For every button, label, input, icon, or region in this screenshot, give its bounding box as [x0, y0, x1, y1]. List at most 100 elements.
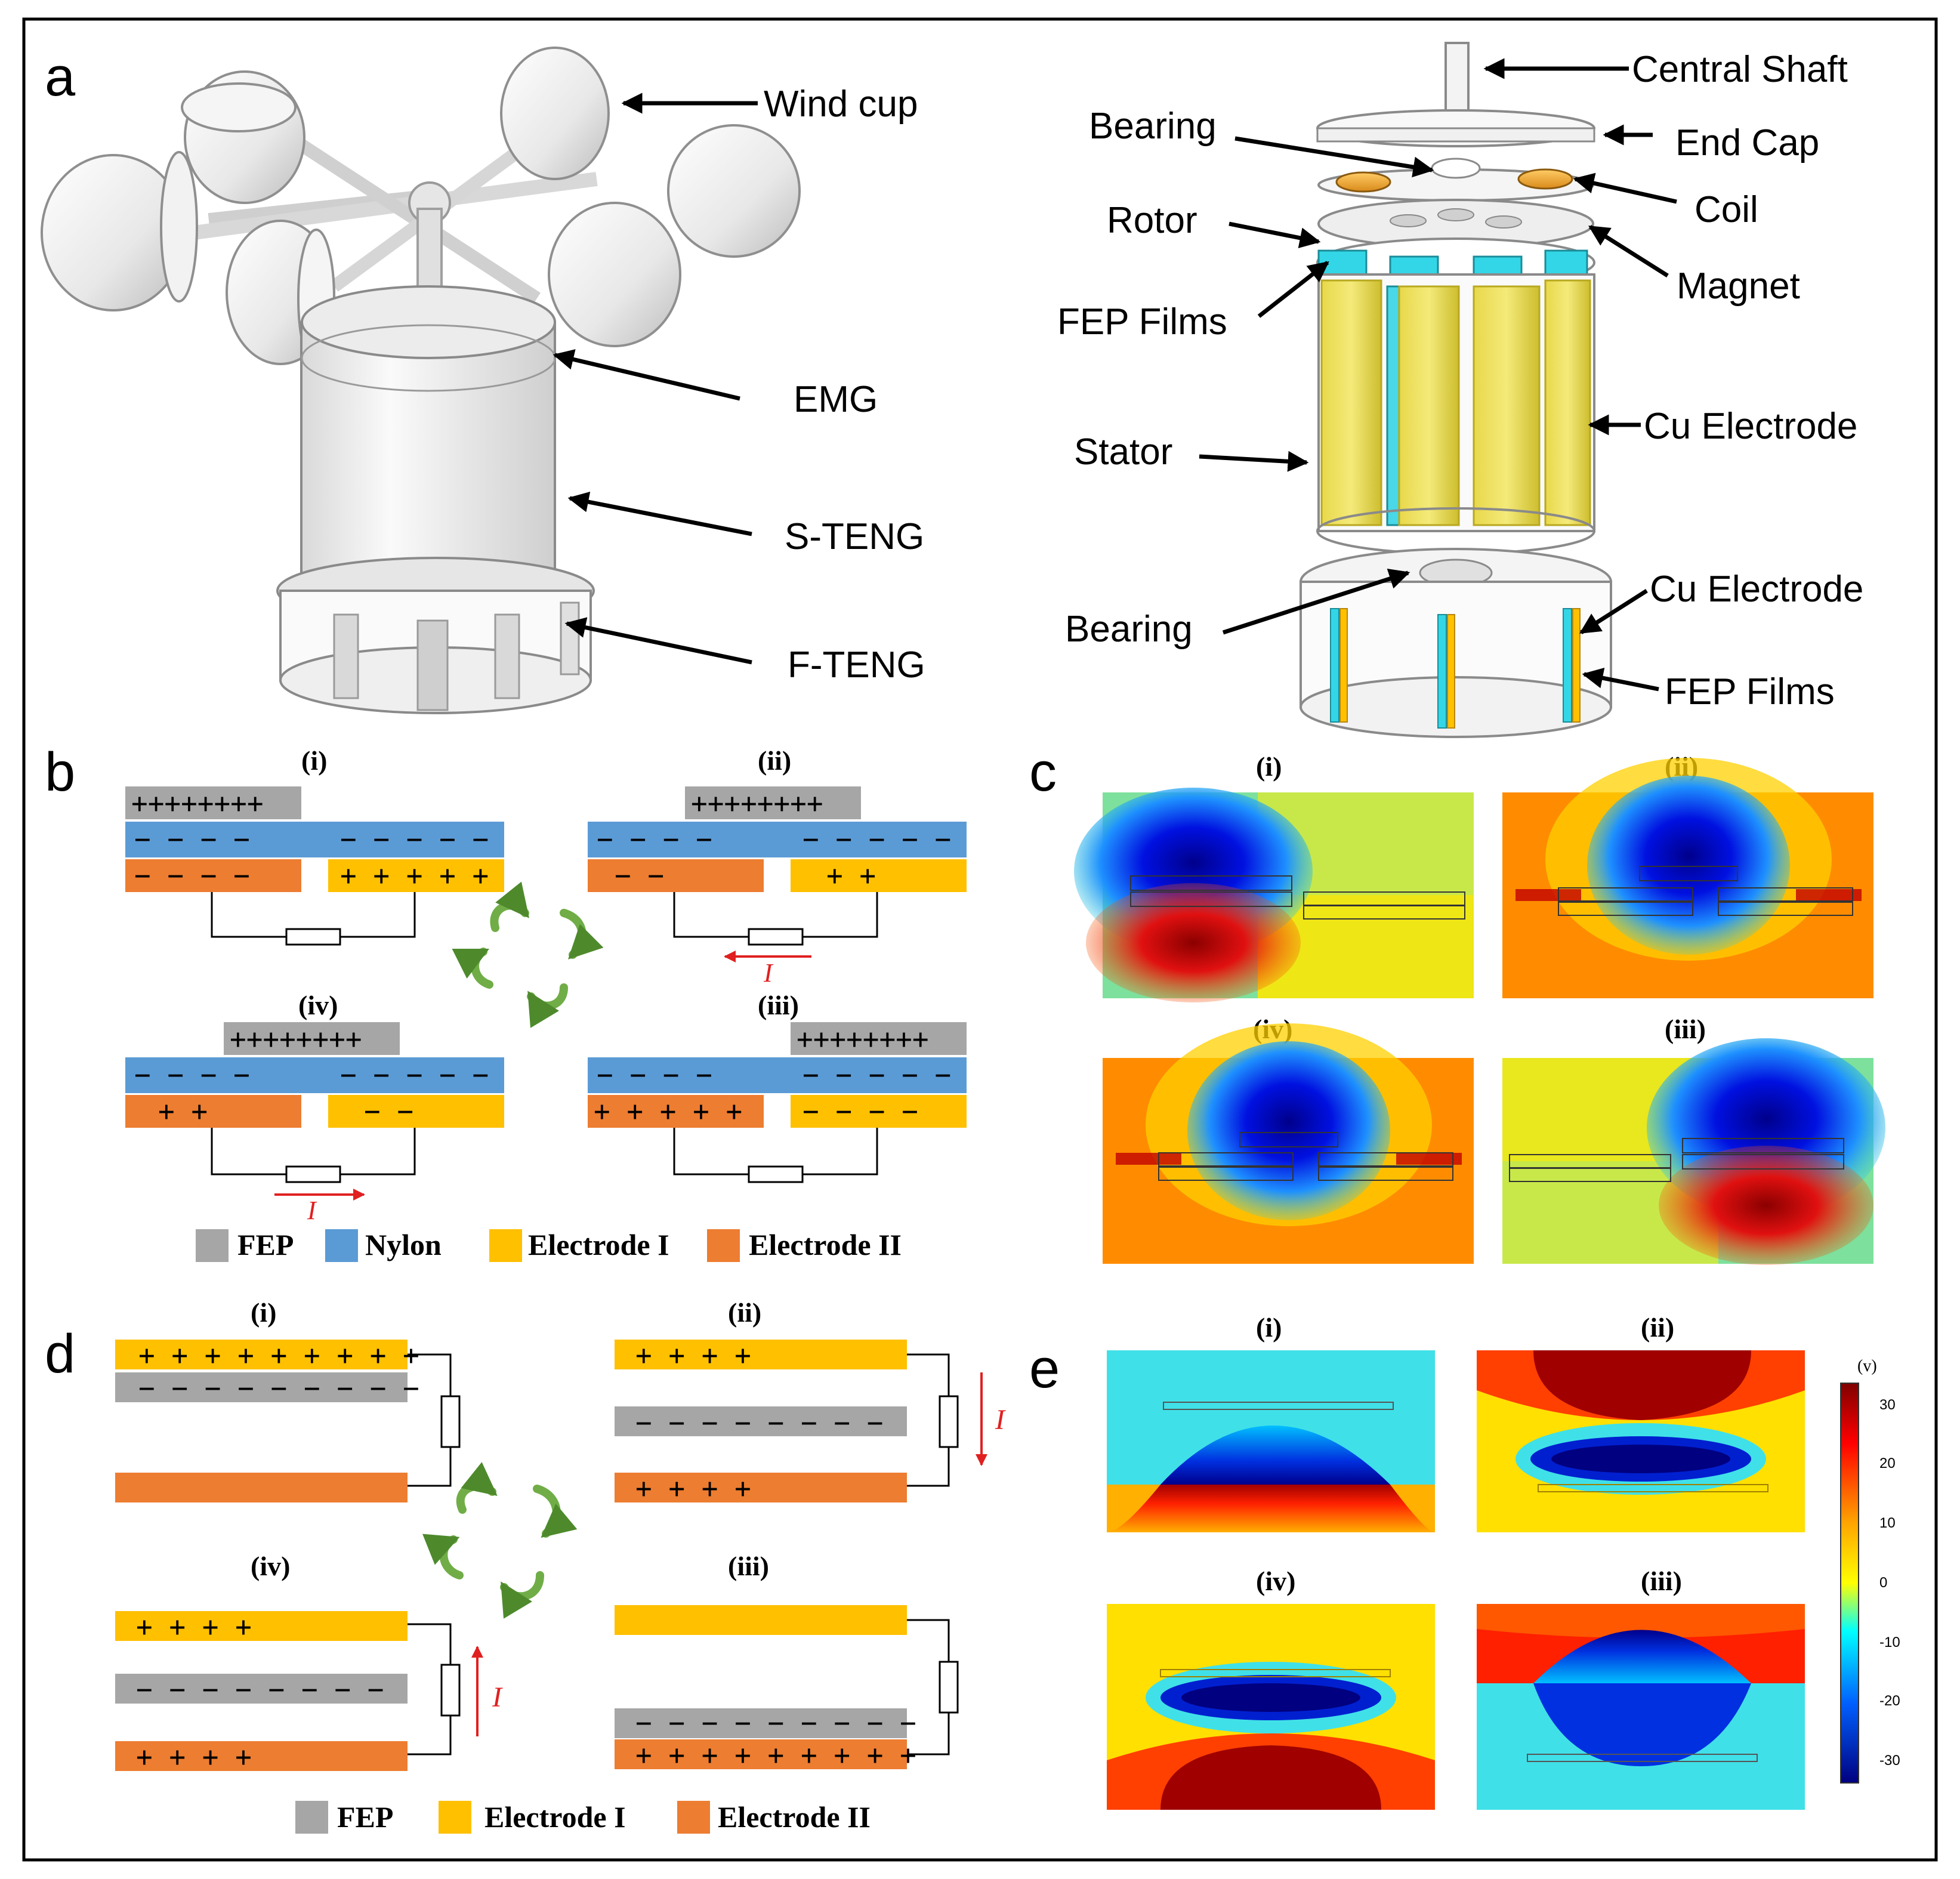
legend-fep: FEP — [237, 1228, 294, 1261]
current-label: I — [492, 1681, 503, 1713]
load-resistor — [440, 1664, 461, 1717]
fep-charges: − − − − − − − − — [136, 1673, 384, 1705]
panel-b-stage-ii: (ii) ++++++++ − − − − − − − − − − − + + … — [588, 745, 967, 988]
nylon-layer — [588, 1057, 967, 1093]
electrode-i — [791, 1095, 967, 1128]
callout-wind-cup: Wind cup — [764, 84, 918, 125]
electrode-i — [328, 859, 504, 892]
panel-a-label: a — [45, 47, 76, 107]
s-teng-arrow — [567, 491, 752, 536]
callout-s-teng: S-TENG — [785, 516, 924, 557]
fep-layer — [125, 786, 301, 819]
stage-label: (ii) — [728, 1297, 761, 1328]
fep-charges: ++++++++ — [691, 787, 823, 819]
legend-swatch-electrode-i — [489, 1229, 522, 1262]
electrode-ii-charges: + + — [158, 1095, 208, 1127]
colorbar-tick: -10 — [1879, 1634, 1900, 1650]
electrode-i-charges: − − — [364, 1095, 413, 1127]
panel-e-stage-iii: (iii) — [1477, 1566, 1805, 1810]
stage-label: (ii) — [758, 745, 791, 776]
colorbar-tick: 10 — [1879, 1515, 1896, 1531]
panel-e-stage-i: (i) — [1107, 1312, 1435, 1532]
stage-label: (iii) — [1665, 1014, 1706, 1044]
callout-bearing-top: Bearing — [1089, 106, 1217, 147]
electrode-ii-charges: + + + + + + + + + — [635, 1739, 916, 1771]
legend-swatch-electrode-ii — [707, 1229, 740, 1262]
fep-layer — [685, 786, 861, 819]
callout-emg: EMG — [794, 379, 878, 420]
electrode-i — [615, 1605, 907, 1635]
stage-label: (iv) — [251, 1551, 290, 1581]
colorbar-tick: 0 — [1879, 1575, 1887, 1591]
nylon-layer — [588, 822, 967, 857]
panel-c-stage-i: (i) — [1074, 751, 1474, 1002]
electrode-i-charges: + + — [826, 859, 876, 891]
fep-layer — [791, 1022, 967, 1055]
figure-border — [22, 17, 1938, 1862]
electrode-ii-charges: + + + + + — [594, 1095, 742, 1127]
colorbar-tick: 30 — [1879, 1397, 1896, 1413]
electrode-ii-charges: + + + + — [136, 1741, 252, 1773]
panel-d-legend: FEP Electrode I Electrode II — [295, 1800, 871, 1834]
legend-swatch-fep — [295, 1801, 328, 1834]
stage-label: (iv) — [298, 990, 338, 1020]
electrode-ii — [125, 1095, 301, 1128]
fep-layer — [615, 1406, 907, 1436]
legend-nylon: Nylon — [365, 1228, 442, 1261]
stage-label: (iv) — [1256, 1566, 1295, 1596]
electrode-ii — [115, 1473, 408, 1502]
coil-arrow — [1573, 172, 1677, 204]
current-label: I — [307, 1196, 317, 1225]
electrode-i — [791, 859, 967, 892]
legend-swatch-nylon — [325, 1229, 358, 1262]
panel-e-label: e — [1029, 1338, 1060, 1399]
nylon-charges-left: − − − − — [597, 823, 712, 855]
colorbar-tick: 20 — [1879, 1455, 1896, 1471]
bearing-top-arrow — [1234, 136, 1434, 178]
panel-d-stage-iii: (iii) − − − − − − − − − + + + + + + + + … — [615, 1551, 959, 1771]
stage-label: (iii) — [1641, 1566, 1682, 1596]
legend-fep: FEP — [337, 1800, 393, 1834]
callout-f-teng: F-TENG — [788, 644, 925, 686]
panel-b-stage-iii: (iii) ++++++++ − − − − − − − − − + + + +… — [588, 990, 967, 1183]
panel-d-stage-ii: (ii) + + + + − − − − − − − − + + + + I — [615, 1297, 1006, 1504]
electrode-ii-charges: − − − − — [134, 859, 250, 891]
panel-d-stage-i: (i) + + + + + + + + + − − − − − − − − − — [115, 1297, 461, 1502]
callout-bearing-bottom: Bearing — [1065, 609, 1193, 650]
fep-charges: ++++++++ — [797, 1023, 929, 1055]
panel-c-label: c — [1029, 742, 1057, 803]
cycle-arrows-d — [422, 1462, 578, 1619]
electrode-ii — [588, 859, 764, 892]
electrode-i-charges: + + + + + + + + + — [138, 1339, 419, 1371]
stage-label: (iii) — [758, 990, 799, 1020]
fep-films-bottom-arrow — [1582, 668, 1659, 692]
load-resistor — [748, 928, 804, 946]
legend-electrode-i: Electrode I — [528, 1228, 669, 1261]
current-label: I — [763, 958, 774, 988]
nylon-layer — [125, 822, 504, 857]
electrode-ii — [115, 1741, 408, 1771]
electrode-ii — [588, 1095, 764, 1128]
legend-electrode-ii: Electrode II — [749, 1228, 902, 1261]
stage-label: (i) — [1256, 751, 1282, 782]
panel-b-stage-i: (i) ++++++++ − − − − − − − − − − − − − +… — [125, 745, 504, 946]
current-label: I — [995, 1404, 1006, 1436]
panel-e-stage-iv: (iv) — [1107, 1566, 1435, 1810]
legend-electrode-i: Electrode I — [484, 1800, 626, 1834]
electrode-ii — [615, 1473, 907, 1502]
callout-central-shaft: Central Shaft — [1632, 49, 1848, 90]
load-resistor — [285, 928, 341, 946]
callout-fep-films-top: FEP Films — [1057, 301, 1227, 343]
nylon-layer — [125, 1057, 504, 1093]
callout-cu-electrode-bottom: Cu Electrode — [1650, 569, 1863, 610]
panel-e-stage-ii: (ii) — [1477, 1312, 1805, 1532]
fep-charges: ++++++++ — [131, 787, 264, 819]
fep-layer — [115, 1372, 408, 1402]
callout-rotor: Rotor — [1107, 200, 1197, 241]
f-teng-arrow — [564, 617, 752, 665]
load-resistor — [939, 1395, 959, 1448]
callout-fep-films-bottom: FEP Films — [1665, 671, 1835, 712]
load-resistor — [440, 1395, 461, 1448]
electrode-i — [328, 1095, 504, 1128]
